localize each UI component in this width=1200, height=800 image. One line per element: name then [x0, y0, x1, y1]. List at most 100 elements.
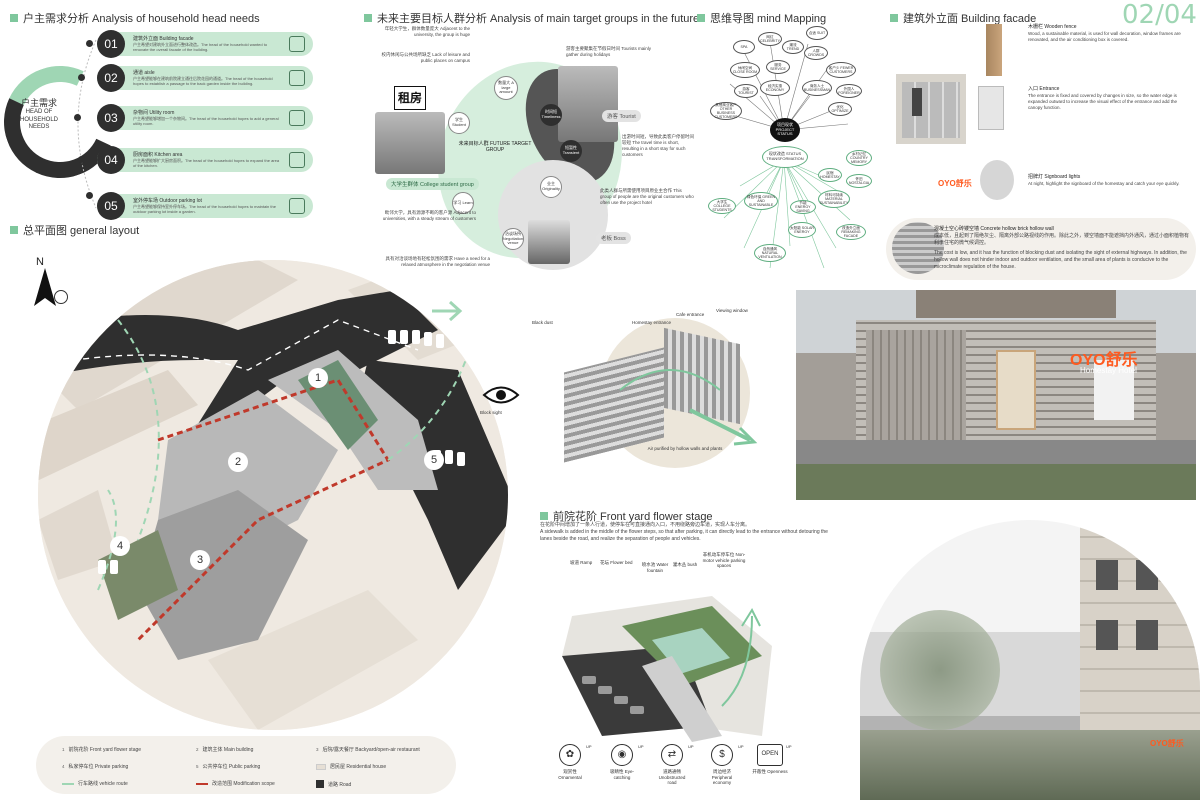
mind-node: 其他商业客户 OTHER BUSINESS CUSTOMERS	[710, 102, 742, 120]
section-title-household: 户主需求分析 Analysis of household head needs	[10, 10, 260, 26]
rent-sign: 租房	[394, 86, 426, 110]
benefit-openness: OPEN 开敞性 Openness	[752, 744, 788, 775]
need-card: 05 室外停车场 Outdoor parking lot 户主希望能够保持室外停…	[97, 192, 313, 220]
plan-marker-4: 4	[110, 536, 130, 556]
callout-ramp: 坡道 Ramp	[570, 560, 593, 565]
road-swatch	[316, 780, 324, 788]
mind-node: 经济实惠 ECONOMY	[760, 80, 790, 96]
callout-fountain: 喷水池 Water fountain	[641, 562, 669, 573]
north-arrow-ring	[54, 290, 68, 304]
hollow-wall-note: 混凝土空心砖镂空墙 Concrete hollow brick hollow w…	[934, 226, 1190, 270]
plan-marker-1: 1	[308, 368, 328, 388]
facade-building-photo	[896, 74, 966, 144]
plan-marker-2: 2	[228, 452, 248, 472]
target-note: 毗邻大学，具有源源不断的客户源 Adjacent to universities…	[382, 210, 476, 222]
plan-legend	[36, 736, 456, 794]
need-dot	[78, 74, 85, 81]
signboard-swatch	[980, 160, 1014, 200]
hollow-wall-swatch	[892, 222, 944, 274]
mind-node: 合适 SUIT	[806, 26, 828, 40]
student-tag: 大学生群体 College student group	[386, 178, 479, 190]
group-dot: 短暂性 Transient	[560, 140, 582, 162]
mind-node: 绿色环保 GREEN AND SUSTAINABLE	[744, 192, 778, 210]
legend-item: 居民屋 Residential house	[316, 763, 386, 770]
scope-swatch	[196, 782, 208, 785]
facade-rendering	[796, 290, 1196, 500]
open-sign-icon: OPEN	[757, 744, 783, 766]
need-dot	[86, 40, 93, 47]
mind-node: 人群 CROWDS	[804, 46, 828, 60]
mind-node: SPA	[733, 40, 755, 54]
hotel-sign-en: Homestay Hotel	[1080, 366, 1137, 375]
need-card: 04 厨房面积 Kitchen area 户主希望能够扩大厨房面积。The he…	[97, 146, 313, 174]
mind-node: 乡村记忆 COUNTRY MEMORY	[846, 150, 872, 166]
entrance-note: 入口 Entrance The entrance is fixed and co…	[1028, 86, 1178, 110]
label-block-sight: Block sight	[480, 410, 502, 415]
mind-node: 优化 OPTIMIZE	[828, 102, 852, 116]
label-black-dust: Black dust	[532, 320, 553, 325]
street-rendering: OYO舒乐	[860, 520, 1200, 800]
label-air-purified: Air purified by hollow walls and plants	[647, 446, 723, 451]
up-indicator: UP	[688, 744, 694, 749]
plan-marker-5: 5	[424, 450, 444, 470]
group-dot: 学生 Student	[448, 112, 470, 134]
mind-node: 外国人 FOREIGNER	[836, 84, 862, 98]
needs-center-label: 户主需求 HEAD OF HOUSEHOLD NEEDS	[19, 98, 58, 131]
mind-node: 太阳能 SOLAR ENERGY	[788, 222, 816, 238]
callout-bush: 灌木丛 bush	[672, 562, 698, 567]
mind-map-center-2: 现状改造 STATUS TRANSFORMATION	[762, 146, 808, 168]
money-icon: $	[711, 744, 733, 766]
need-dot	[78, 156, 85, 163]
front-yard-axonometric	[562, 596, 772, 742]
front-yard-intro: 在花阶中间增加了一条人行道，使停车在可直接通向入口，不用绕路旁边车道，实现人车分…	[540, 522, 828, 542]
mind-node: 改造外立面 REMAKING FACADE	[836, 224, 866, 240]
eye-catching-icon: ◉	[611, 744, 633, 766]
mind-node: 商务人士 BUSINESSMAN	[802, 80, 832, 96]
entrance-swatch	[978, 86, 1004, 130]
route-swatch	[62, 782, 74, 785]
legend-item: 行车路线 vehicle route	[62, 780, 128, 787]
up-indicator: UP	[638, 744, 644, 749]
mind-node: 游客 TOURIST	[734, 84, 758, 98]
section-title-front: 前院花阶 Front yard flower stage	[540, 508, 713, 524]
mind-node: 潮流 TREND	[782, 40, 804, 54]
section-title-layout: 总平面图 general layout	[10, 222, 139, 238]
page-number: 02/04	[1122, 0, 1197, 30]
facade-window	[912, 88, 922, 116]
mind-node: 民宿 HOMESTAY	[818, 168, 842, 182]
section-title-target: 未来主要目标人群分析 Analysis of main target group…	[364, 10, 699, 26]
target-note: 年轻大学生，群体数量庞大 Adjacent to the university,…	[384, 26, 470, 38]
house-icon	[289, 36, 305, 52]
group-dot: 洽谈场所 Negotiation venue	[502, 228, 524, 250]
parking-icon	[289, 198, 305, 214]
airflow-arrows	[619, 369, 758, 446]
wood-fence-note: 木栅栏 Wooden fence Wood, a sustainable mat…	[1028, 24, 1181, 42]
need-card: 01 建筑外立面 Building facade 户主希望对建筑外立面进行整体改…	[97, 30, 313, 58]
target-note: 具有对洽谈场地有轻松氛围的需求 Have a need for a relaxe…	[385, 256, 490, 268]
mind-node: 服务 SERVICE	[766, 60, 790, 74]
mind-node: 节能 ENERGY SAVING	[790, 200, 816, 214]
section-title-mind: 思维导图 mind Mapping	[697, 10, 826, 26]
group-dot: 时间短 Timeliness	[540, 104, 562, 126]
need-dot	[86, 192, 93, 199]
group-dot: 业主 Originality	[540, 176, 562, 198]
callout-flower-bed: 花坛 Flower bed	[600, 560, 633, 565]
up-indicator: UP	[738, 744, 744, 749]
mind-node: 怀旧 NOSTALGIA	[846, 174, 872, 188]
signboard-note: 招牌灯 Signboard lights At night, highlight…	[1028, 174, 1180, 186]
mind-node: 自然通风 NATURAL VENTILATION	[754, 244, 786, 262]
tourist-tag: 游客 Tourist	[602, 110, 641, 122]
benefit-ornamental: ✿ 观赏性 Ornamental	[552, 744, 588, 780]
north-arrow-icon	[34, 268, 56, 306]
mind-node: 材料可持续 MATERIAL SUSTAINABILITY	[818, 190, 850, 208]
plan-marker-3: 3	[190, 550, 210, 570]
sign-text-small: OYO舒乐	[938, 179, 972, 188]
need-card: 03 杂物间 Utility room 户主希望能够增加一个杂物间。The he…	[97, 104, 313, 132]
target-note: 此类人群与所需使用项目原业主合作 This group of people ar…	[600, 188, 694, 206]
callout-non-motor-parking: 非机动车停车位 Non-motor vehicle parking spaces	[702, 552, 746, 569]
students-photo	[375, 112, 445, 174]
street-hotel-sign: OYO舒乐	[1150, 739, 1184, 748]
benefit-unobstructed: ⇄ 道路通畅 Unobstructed road	[654, 744, 690, 786]
